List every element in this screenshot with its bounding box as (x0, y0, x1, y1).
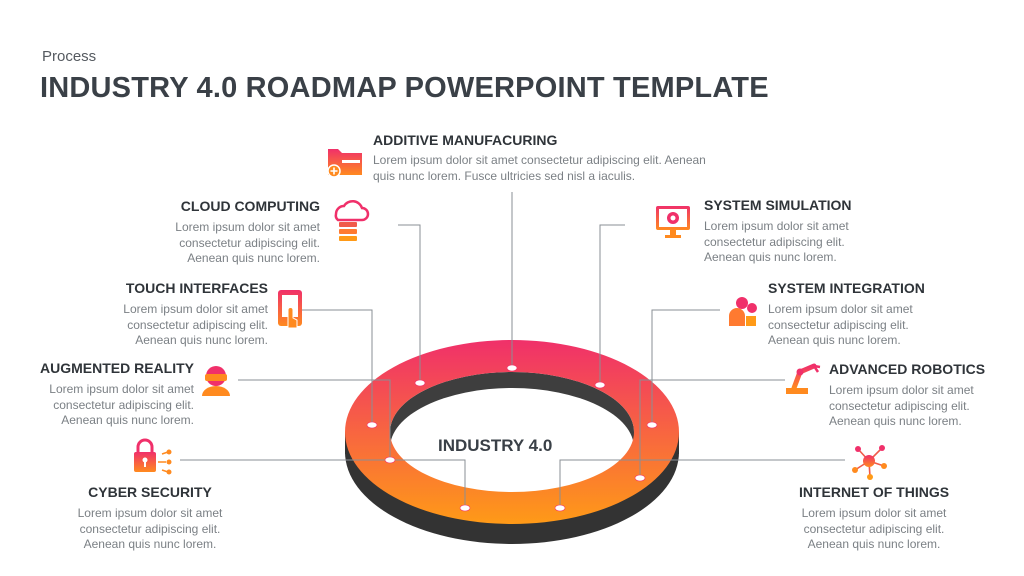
ring-center-label: INDUSTRY 4.0 (438, 436, 553, 455)
connector-lines (180, 192, 845, 508)
folder-plus-icon (327, 149, 362, 178)
item-title: TOUCH INTERFACES (125, 280, 268, 296)
item-text: Lorem ipsum dolor sit amet consectetur a… (373, 153, 706, 183)
network-nodes-icon (852, 445, 887, 480)
item-title: AUGMENTED REALITY (40, 360, 194, 376)
robot-arm-icon (786, 363, 821, 394)
item-title: SYSTEM INTEGRATION (768, 280, 925, 296)
item-title: ADDITIVE MANUFACURING (373, 132, 558, 148)
item-text: Lorem ipsum dolor sit amet consectetur a… (829, 383, 974, 428)
item-cloud-computing: CLOUD COMPUTING Lorem ipsum dolor sit am… (150, 198, 320, 267)
connector-cyber (180, 459, 466, 508)
item-text: Lorem ipsum dolor sit amet consectetur a… (49, 382, 194, 427)
connector-integration (651, 309, 720, 425)
monitor-gear-icon (656, 206, 690, 238)
item-text: Lorem ipsum dolor sit amet consectetur a… (704, 219, 849, 264)
item-text: Lorem ipsum dolor sit amet consectetur a… (175, 220, 320, 265)
connector-simulation (599, 224, 625, 385)
item-internet-of-things: INTERNET OF THINGS Lorem ipsum dolor sit… (784, 484, 964, 553)
item-advanced-robotics: ADVANCED ROBOTICS Lorem ipsum dolor sit … (829, 361, 1004, 430)
item-text: Lorem ipsum dolor sit amet consectetur a… (768, 302, 913, 347)
padlock-network-icon (134, 438, 172, 475)
vr-headset-icon (202, 366, 230, 396)
item-title: CLOUD COMPUTING (180, 198, 320, 214)
connector-iot (559, 459, 845, 508)
item-system-integration: SYSTEM INTEGRATION Lorem ipsum dolor sit… (768, 280, 943, 349)
connector-touch (302, 309, 373, 425)
item-text: Lorem ipsum dolor sit amet consectetur a… (77, 506, 223, 551)
touch-tablet-icon (278, 290, 302, 329)
connector-robotics (639, 379, 785, 478)
cloud-server-icon (334, 199, 370, 241)
item-augmented-reality: AUGMENTED REALITY Lorem ipsum dolor sit … (22, 360, 194, 429)
connector-ar (238, 379, 391, 460)
item-title: ADVANCED ROBOTICS (829, 361, 986, 377)
ring-dots (366, 364, 658, 512)
worker-gear-icon (729, 297, 757, 326)
section-kicker: Process (42, 48, 97, 65)
item-text: Lorem ipsum dolor sit amet consectetur a… (801, 506, 947, 551)
page-title: INDUSTRY 4.0 ROADMAP POWERPOINT TEMPLATE (40, 72, 769, 104)
item-title: INTERNET OF THINGS (798, 484, 950, 500)
connector-cloud (398, 224, 421, 383)
item-cyber-security: CYBER SECURITY Lorem ipsum dolor sit ame… (62, 484, 238, 553)
item-title: CYBER SECURITY (88, 484, 212, 500)
item-title: SYSTEM SIMULATION (704, 197, 852, 213)
item-system-simulation: SYSTEM SIMULATION Lorem ipsum dolor sit … (704, 197, 874, 266)
item-additive-manufacturing: ADDITIVE MANUFACURING Lorem ipsum dolor … (373, 132, 713, 184)
item-text: Lorem ipsum dolor sit amet consectetur a… (123, 302, 268, 347)
item-touch-interfaces: TOUCH INTERFACES Lorem ipsum dolor sit a… (98, 280, 268, 349)
